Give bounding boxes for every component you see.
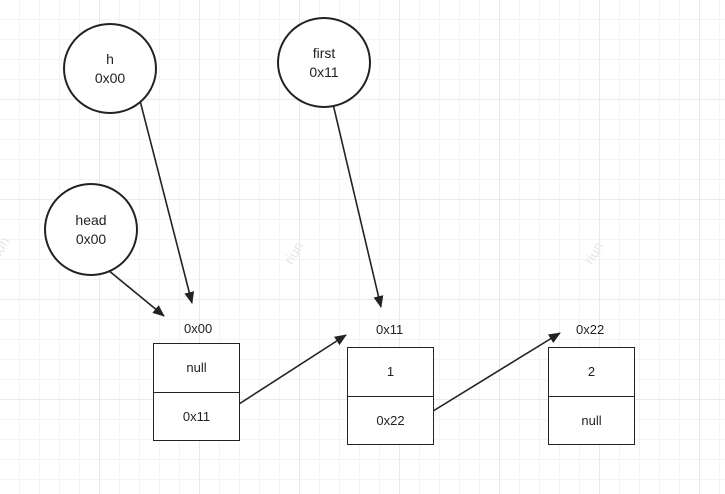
arrow-node-0x11-next — [424, 332, 561, 417]
pointer-value: 0x00 — [94, 69, 126, 86]
node-address: 0x22 — [576, 322, 605, 337]
pointer-value: 0x11 — [309, 63, 339, 80]
node-address: 0x00 — [184, 321, 213, 336]
pointer-name: head — [75, 211, 107, 228]
node-next-cell: 0x22 — [348, 395, 433, 445]
node-data-cell: 2 — [587, 364, 596, 380]
pointer-first: first 0x11 — [277, 17, 371, 108]
list-node-0x00: null 0x11 — [153, 343, 240, 441]
arrow-h-to-node-0x00 — [135, 84, 195, 304]
node-next-cell: null — [549, 395, 634, 445]
pointer-h: h 0x00 — [63, 23, 157, 114]
watermark: riun — [0, 233, 13, 263]
arrow-node-0x00-next — [221, 334, 347, 416]
watermark: riun — [280, 238, 307, 268]
node-data-cell: null — [186, 360, 207, 376]
pointer-value: 0x00 — [75, 230, 107, 247]
watermark: riun — [580, 238, 607, 268]
node-data-cell: 1 — [386, 364, 395, 380]
node-next-cell: 0x11 — [154, 391, 239, 441]
pointer-name: h — [106, 50, 114, 67]
arrow-first-to-node-0x11 — [328, 86, 384, 308]
list-node-0x22: 2 null — [548, 347, 635, 445]
pointer-name: first — [312, 44, 336, 61]
pointer-head: head 0x00 — [44, 183, 138, 276]
node-address: 0x11 — [376, 322, 404, 337]
list-node-0x11: 1 0x22 — [347, 347, 434, 445]
